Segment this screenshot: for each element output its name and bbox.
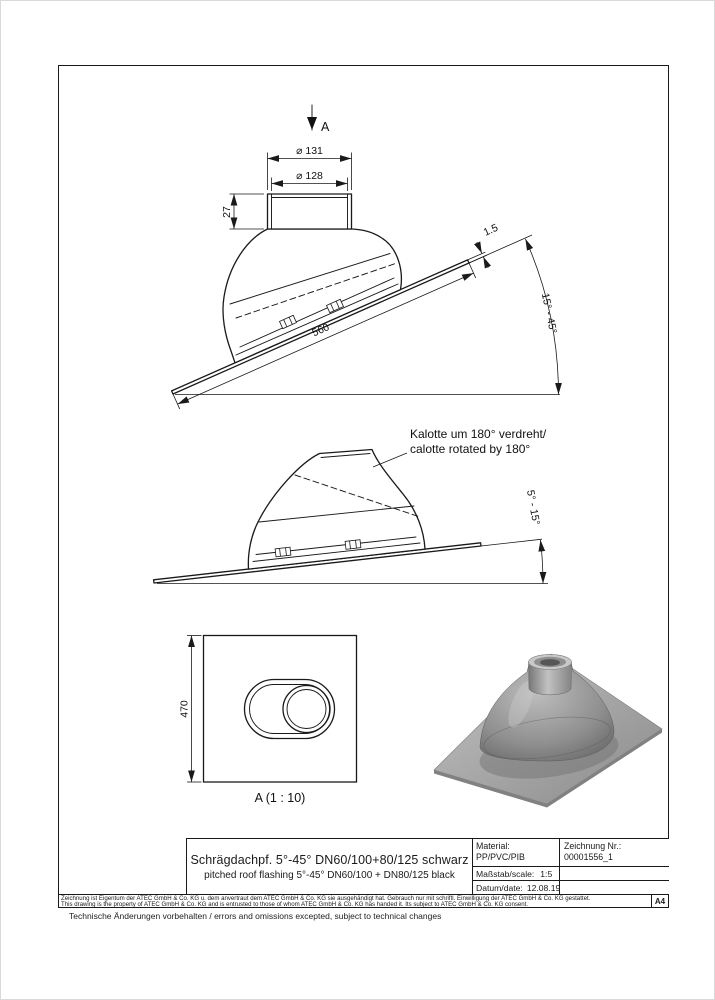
dim-plate-width-470: 470 [179,635,202,783]
callout-text-de: Kalotte um 180° verdreht/ [410,427,547,441]
legal-strip: Zeichnung ist Eigentum der ATEC GmbH & C… [59,894,668,907]
dim-128-label: ⌀ 128 [296,170,323,182]
drawing-title-en: pitched roof flashing 5°-45° DN60/100 + … [204,869,455,881]
callout-calotte-rotated: Kalotte um 180° verdreht/ calotte rotate… [372,427,547,468]
collar-rim-line [320,453,371,458]
snap-clip [274,546,292,558]
title-block: Schrägdachpf. 5°-45° DN60/100+80/125 sch… [186,838,669,894]
plan-view-label: A (1 : 10) [255,791,306,805]
title-cell: Schrägdachpf. 5°-45° DN60/100+80/125 sch… [187,839,472,894]
dim-1-5-label: 1.5 [482,222,500,239]
render-plate-edge [434,729,662,808]
pipe-collar [266,193,353,230]
scale-value: 1:5 [540,868,553,879]
scale-label: Maßstab/scale: [476,868,535,879]
view-plan-A: 470 A (1 : 10) [179,634,358,805]
material-label: Material: [476,841,510,851]
flange-line [252,542,421,562]
section-direction-arrow: A [307,104,330,134]
paper-size-badge: A4 [651,895,668,907]
material-value: PP/PVC/PIB [476,852,525,862]
pipe-opening-inner [286,689,327,729]
legal-text-en: This drawing is the property of ATEC Gmb… [61,900,529,907]
material-cell: Material: PP/PVC/PIB [472,839,559,867]
calotte-joint-line [258,505,415,523]
footer-note: Technische Änderungen vorbehalten / erro… [69,911,442,921]
date-value: 12.08.19 [526,882,561,893]
empty-cell [559,867,669,881]
drawing-number-cell: Zeichnung Nr.: 00001556_1 [559,839,669,867]
render-dome [479,661,615,762]
empty-cell [559,881,669,894]
dim-27-label: 27 [221,206,233,218]
section-arrow-label: A [321,120,330,134]
date-cell: Datum/date: 12.08.19 [472,881,561,894]
callout-leader-line [372,452,408,468]
drawing-title-de: Schrägdachpf. 5°-45° DN60/100+80/125 sch… [190,852,469,867]
drawing-number-label: Zeichnung Nr.: [564,841,622,851]
dim-diameter-131: ⌀ 131 [267,145,352,190]
plate-outline-plan [202,634,358,783]
render-collar-bore [540,659,560,666]
dim-470-label: 470 [179,700,191,718]
drawing-number-value: 00001556_1 [564,852,613,862]
legal-text-de: Zeichnung ist Eigentum der ATEC GmbH & C… [61,895,591,902]
date-label: Datum/date: [476,882,523,893]
render-dome-seam [483,716,611,760]
render-3d [433,653,663,808]
flashing-dome-shallow [247,448,426,570]
legal-text: Zeichnung ist Eigentum der ATEC GmbH & C… [59,895,651,907]
dim-131-label: ⌀ 131 [296,145,323,157]
dim-collar-height-27: 27 [221,193,264,230]
pipe-opening-outer [282,684,331,734]
dim-diameter-128: ⌀ 128 [271,170,348,191]
snap-clip [344,539,362,550]
render-dome-highlight [508,680,534,728]
scale-cell: Maßstab/scale: 1:5 [472,867,559,881]
callout-text-en: calotte rotated by 180° [410,442,530,456]
calotte-joint-hidden-line [294,474,421,518]
obround-opening-outer [243,678,336,740]
drawing-frame: Schrägdachpf. 5°-45° DN60/100+80/125 sch… [58,65,669,908]
view-shallow-pitch: Kalotte um 180° verdreht/ calotte rotate… [152,427,548,584]
